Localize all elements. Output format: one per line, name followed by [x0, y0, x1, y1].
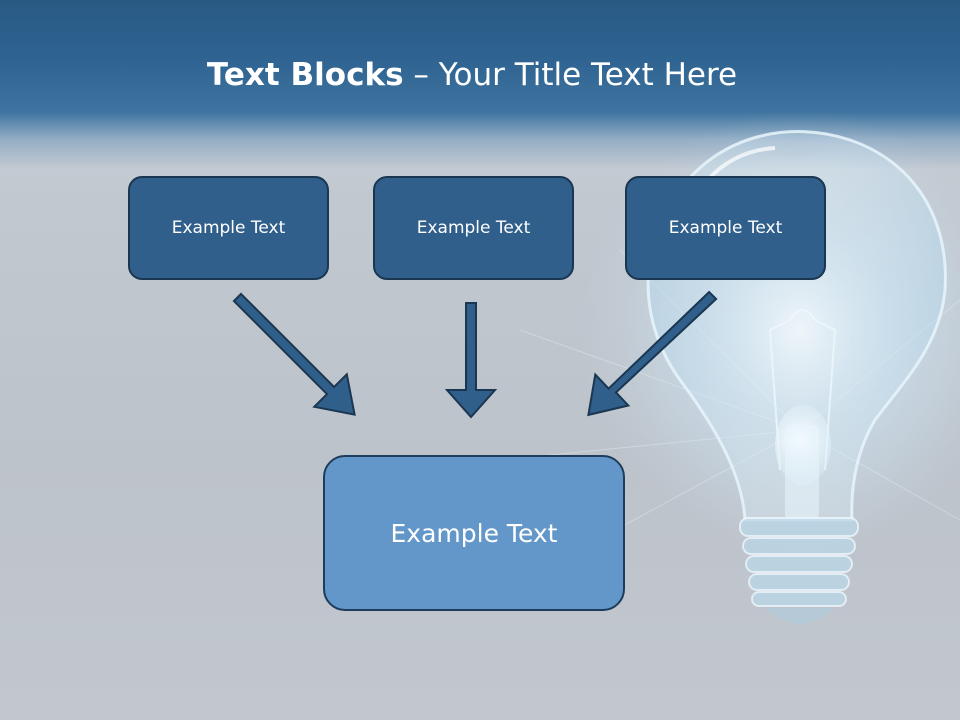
text-block-1-label: Example Text: [171, 218, 286, 238]
result-block-label: Example Text: [390, 518, 558, 548]
text-block-3-label: Example Text: [668, 218, 783, 238]
arrow-right-diagonal: [587, 290, 718, 417]
text-block-2-label: Example Text: [416, 218, 531, 238]
result-block[interactable]: Example Text: [323, 455, 625, 611]
arrow-center-down: [444, 302, 498, 419]
slide-title: Text Blocks – Your Title Text Here: [0, 52, 944, 98]
title-rest-part: – Your Title Text Here: [403, 57, 738, 93]
text-block-1[interactable]: Example Text: [128, 176, 329, 280]
text-block-3[interactable]: Example Text: [625, 176, 826, 280]
arrow-left-diagonal: [232, 292, 356, 416]
text-block-2[interactable]: Example Text: [373, 176, 574, 280]
title-bold-part: Text Blocks: [206, 57, 404, 93]
